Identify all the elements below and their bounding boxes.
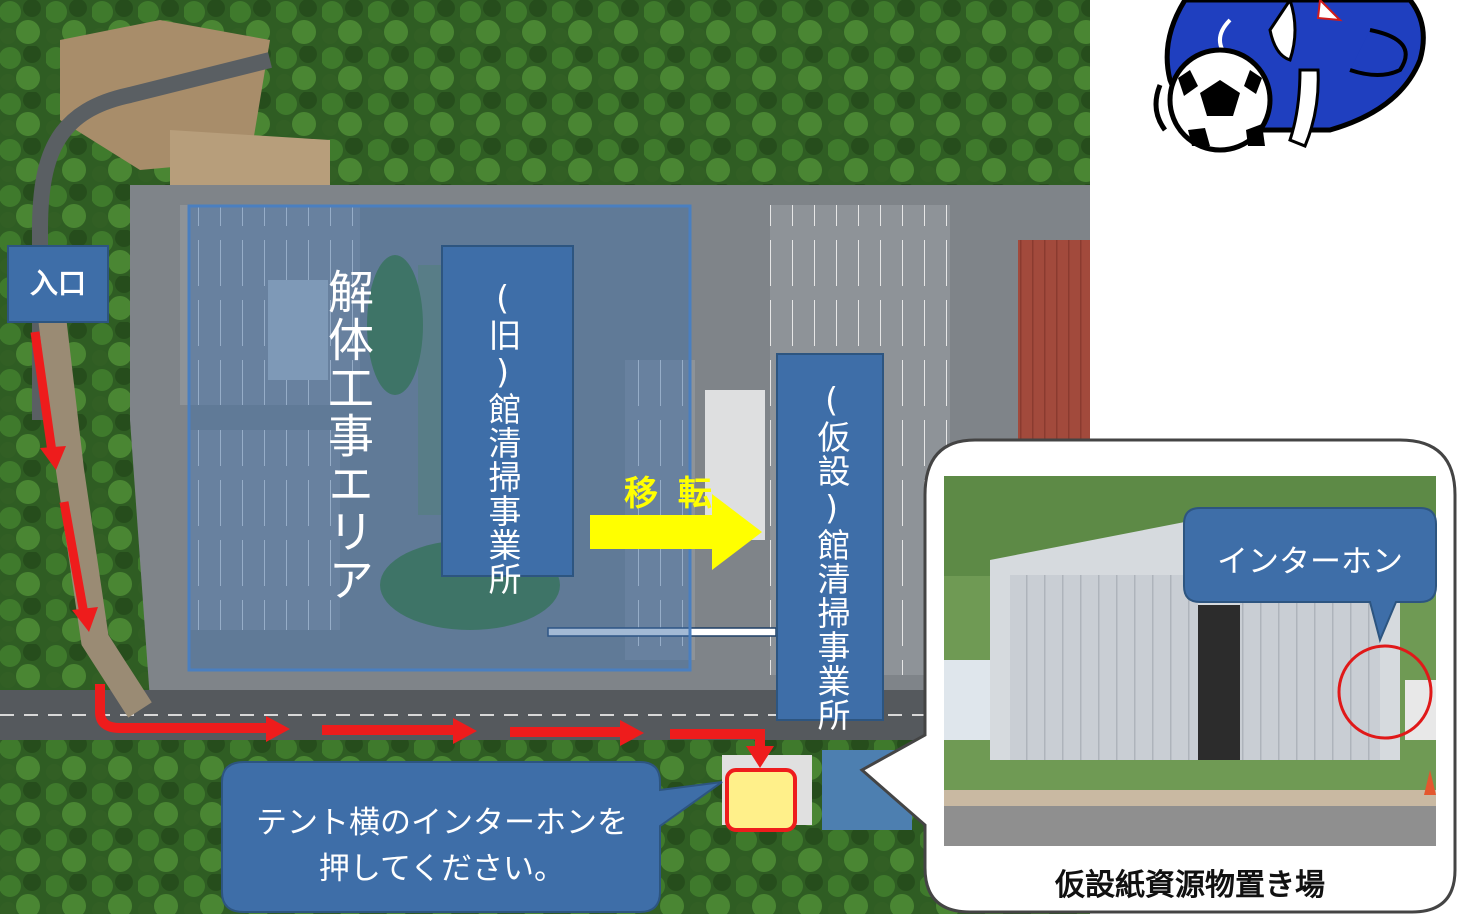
intercom-note-text: テント横のインターホンを押してください。 — [256, 805, 628, 887]
relocation-label: 移 転 — [624, 474, 716, 514]
intercom-highlight-circle — [1337, 644, 1433, 740]
temp-office-label: (仮設)館清掃事業所 — [812, 380, 851, 732]
demolition-area-label: 解体工事エリア — [321, 268, 375, 604]
entrance-box — [7, 245, 109, 323]
intercom-note-callout — [221, 761, 723, 913]
intercom-callout-label: インターホン — [1217, 544, 1403, 580]
relocation-arrow — [590, 494, 762, 570]
demolition-area-zone — [187, 204, 692, 672]
mascot-illustration — [1153, 0, 1426, 153]
temp-office-box — [776, 353, 884, 721]
old-office-box — [441, 245, 574, 577]
old-office-label: (旧)館清掃事業所 — [483, 278, 522, 596]
route-arrows — [30, 331, 774, 768]
intercom-callout — [1183, 507, 1437, 644]
tent-marker — [725, 768, 797, 832]
entrance-label: 入口 — [29, 267, 86, 300]
photo-caption: 仮設紙資源物置き場 — [1055, 868, 1325, 903]
